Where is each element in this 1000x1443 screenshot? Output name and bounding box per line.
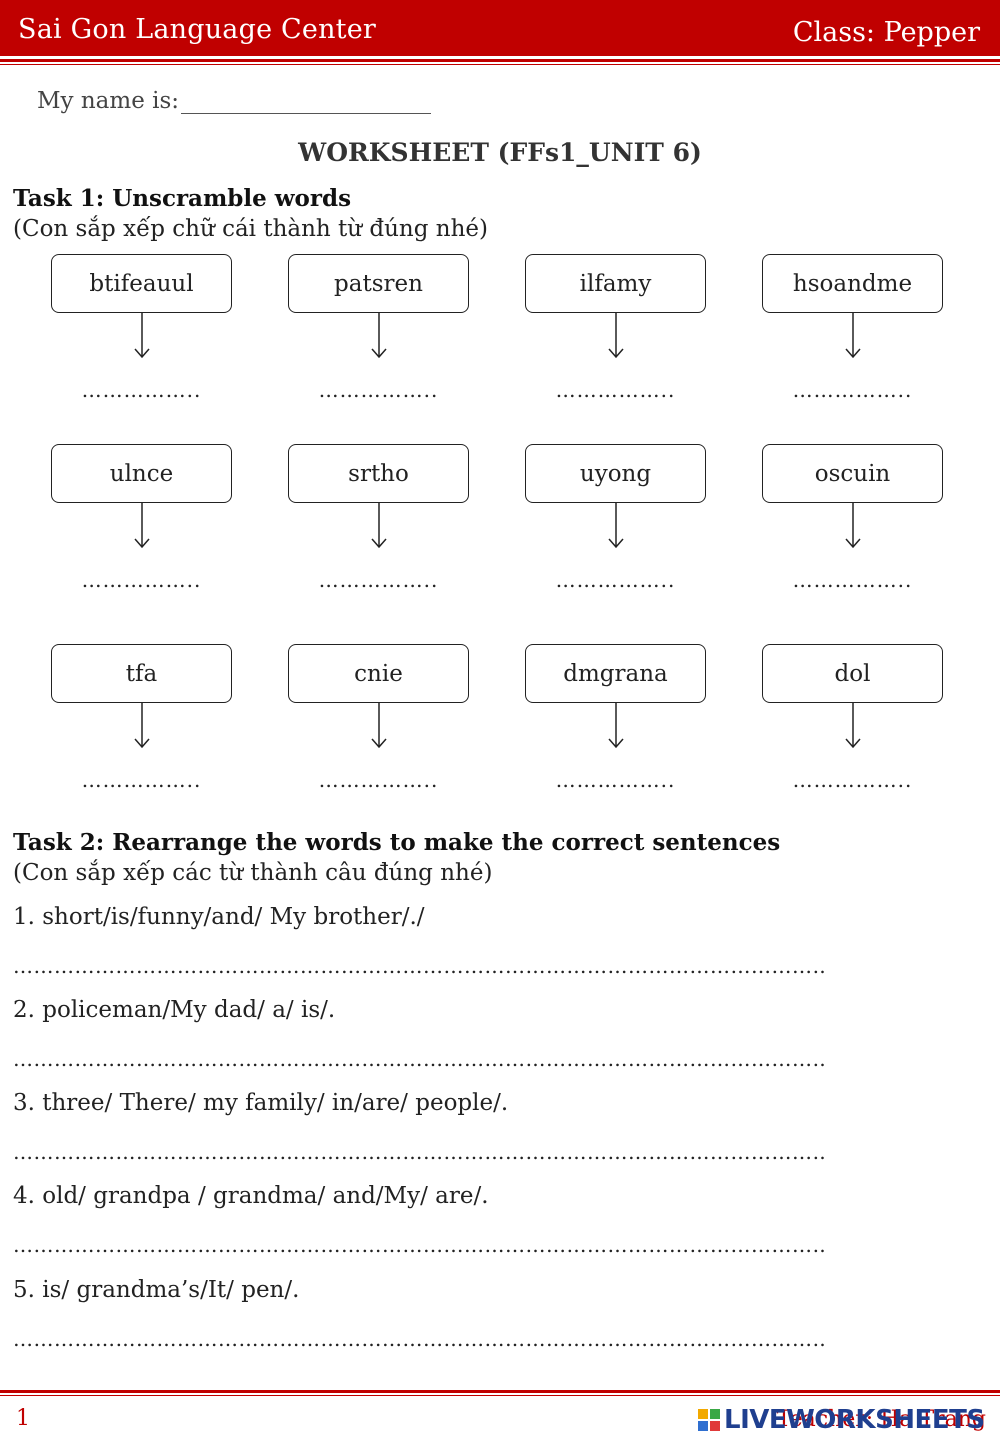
down-arrow-icon (845, 313, 861, 359)
header-divider (0, 59, 1000, 62)
worksheet-title: WORKSHEET (FFs1_UNIT 6) (298, 138, 702, 167)
name-field: My name is: (37, 88, 432, 114)
header-bar: Sai Gon Language Center Class: Pepper (0, 0, 1000, 56)
scrambled-word-box: dol (762, 644, 943, 703)
answer-blank[interactable]: …………….. (792, 768, 913, 792)
scrambled-word-box: hsoandme (762, 254, 943, 313)
answer-blank[interactable]: …………….. (318, 378, 439, 402)
scrambled-word: cnie (354, 660, 403, 687)
scrambled-sentence: 3. three/ There/ my family/ in/are/ peop… (13, 1090, 509, 1116)
scrambled-word-box: ulnce (51, 444, 232, 503)
class-name: Class: Pepper (792, 17, 980, 48)
scrambled-word-box: ilfamy (525, 254, 706, 313)
scrambled-word: dmgrana (563, 660, 668, 687)
answer-blank[interactable]: …………….. (792, 568, 913, 592)
scrambled-word: srtho (348, 460, 409, 487)
task2-heading: Task 2: Rearrange the words to make the … (13, 829, 781, 856)
scrambled-sentence: 4. old/ grandpa / grandma/ and/My/ are/. (13, 1183, 489, 1209)
task1-subheading: (Con sắp xếp chữ cái thành từ đúng nhé) (13, 216, 488, 242)
answer-blank[interactable]: …………….. (792, 378, 913, 402)
down-arrow-icon (845, 703, 861, 749)
scrambled-word-box: uyong (525, 444, 706, 503)
answer-blank[interactable]: …………….. (81, 378, 202, 402)
scrambled-word: uyong (579, 460, 652, 487)
logo-squares-icon (698, 1409, 720, 1431)
scrambled-word: patsren (334, 270, 423, 297)
task2-subheading: (Con sắp xếp các từ thành câu đúng nhé) (13, 860, 493, 886)
answer-blank[interactable]: …………….. (555, 568, 676, 592)
center-name: Sai Gon Language Center (18, 14, 376, 45)
answer-blank[interactable]: …………….. (81, 768, 202, 792)
liveworksheets-logo[interactable]: LIVEWORKSHEETS (698, 1405, 985, 1435)
scrambled-word-box: srtho (288, 444, 469, 503)
down-arrow-icon (134, 703, 150, 749)
scrambled-word: ilfamy (579, 270, 652, 297)
down-arrow-icon (134, 313, 150, 359)
answer-blank[interactable]: …………….. (81, 568, 202, 592)
answer-blank[interactable]: …………….. (318, 768, 439, 792)
sentence-answer-line[interactable]: …………………………………………………………………………………………………………… (13, 1327, 825, 1351)
scrambled-sentence: 2. policeman/My dad/ a/ is/. (13, 997, 336, 1023)
down-arrow-icon (134, 503, 150, 549)
scrambled-word-box: patsren (288, 254, 469, 313)
name-label: My name is: (37, 88, 180, 114)
footer-divider (0, 1390, 1000, 1393)
scrambled-word-box: cnie (288, 644, 469, 703)
sentence-answer-line[interactable]: …………………………………………………………………………………………………………… (13, 1047, 825, 1071)
header-divider-thin (0, 64, 1000, 65)
down-arrow-icon (608, 313, 624, 359)
teacher-name: Teacher: Ha Trang (776, 1407, 986, 1432)
task1-heading: Task 1: Unscramble words (13, 185, 352, 212)
down-arrow-icon (845, 503, 861, 549)
answer-blank[interactable]: …………….. (555, 378, 676, 402)
scrambled-word-box: btifeauul (51, 254, 232, 313)
down-arrow-icon (608, 503, 624, 549)
logo-text: LIVEWORKSHEETS (724, 1405, 985, 1435)
down-arrow-icon (371, 703, 387, 749)
down-arrow-icon (608, 703, 624, 749)
scrambled-word: oscuin (814, 460, 891, 487)
page-number: 1 (16, 1406, 30, 1431)
down-arrow-icon (371, 313, 387, 359)
scrambled-word-box: dmgrana (525, 644, 706, 703)
scrambled-word: tfa (125, 660, 158, 687)
footer-divider-thin (0, 1395, 1000, 1396)
scrambled-sentence: 1. short/is/funny/and/ My brother/./ (13, 904, 425, 930)
sentence-answer-line[interactable]: …………………………………………………………………………………………………………… (13, 1140, 825, 1164)
scrambled-word-box: oscuin (762, 444, 943, 503)
name-input-line[interactable] (181, 89, 432, 114)
down-arrow-icon (371, 503, 387, 549)
scrambled-word: btifeauul (89, 270, 194, 297)
answer-blank[interactable]: …………….. (555, 768, 676, 792)
answer-blank[interactable]: …………….. (318, 568, 439, 592)
scrambled-word: dol (834, 660, 871, 687)
sentence-answer-line[interactable]: …………………………………………………………………………………………………………… (13, 954, 825, 978)
scrambled-word: hsoandme (792, 270, 913, 297)
sentence-answer-line[interactable]: …………………………………………………………………………………………………………… (13, 1233, 825, 1257)
scrambled-word: ulnce (109, 460, 174, 487)
scrambled-sentence: 5. is/ grandma’s/It/ pen/. (13, 1277, 300, 1303)
scrambled-word-box: tfa (51, 644, 232, 703)
